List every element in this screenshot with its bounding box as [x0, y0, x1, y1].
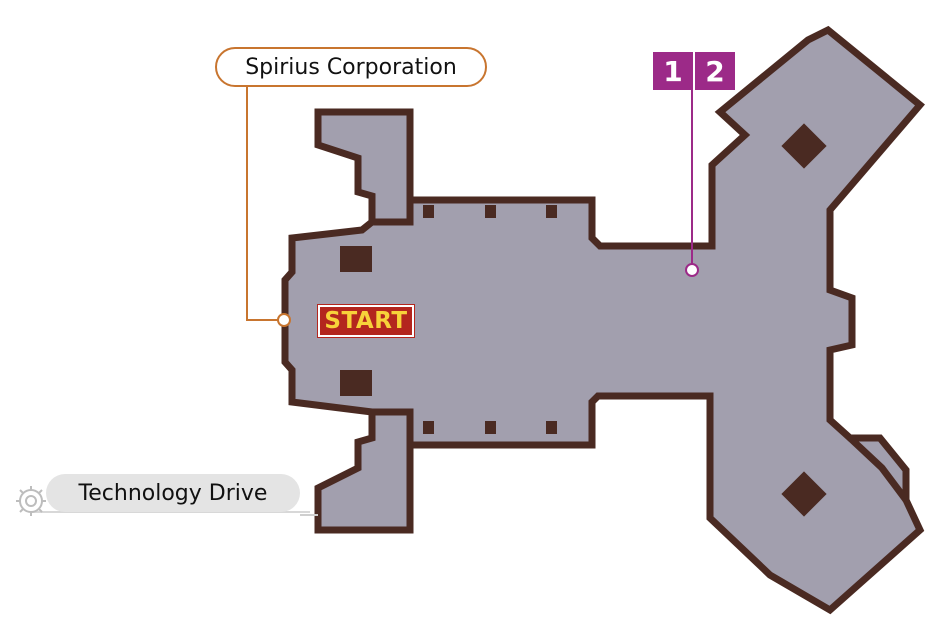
street-label[interactable]: Technology Drive — [46, 474, 300, 512]
pillar — [340, 370, 372, 396]
company-label-text: Spirius Corporation — [245, 54, 457, 80]
pillar — [423, 421, 434, 434]
pillar — [781, 123, 827, 169]
pillar — [340, 246, 372, 272]
level-2-badge[interactable]: 2 — [695, 52, 735, 90]
location-dot-icon[interactable] — [277, 313, 291, 327]
street-label-text: Technology Drive — [78, 480, 268, 506]
inner-wall-north — [372, 200, 414, 226]
inner-wall-bay — [847, 435, 909, 503]
pillar — [485, 421, 496, 434]
inner-wall-south — [372, 408, 414, 445]
pillar — [546, 421, 557, 434]
pillar — [485, 205, 496, 218]
location-dot-icon[interactable] — [685, 263, 699, 277]
start-marker[interactable]: START — [317, 304, 415, 338]
company-leader-line — [246, 87, 280, 321]
pillar — [423, 205, 434, 218]
level-2-text: 2 — [705, 54, 725, 88]
company-label[interactable]: Spirius Corporation — [215, 47, 487, 87]
pillar — [546, 205, 557, 218]
level-1-text: 1 — [663, 54, 683, 88]
building-floor — [281, 25, 925, 615]
level-1-badge[interactable]: 1 — [653, 52, 693, 90]
start-text: START — [324, 308, 408, 334]
gear-icon — [16, 486, 46, 516]
